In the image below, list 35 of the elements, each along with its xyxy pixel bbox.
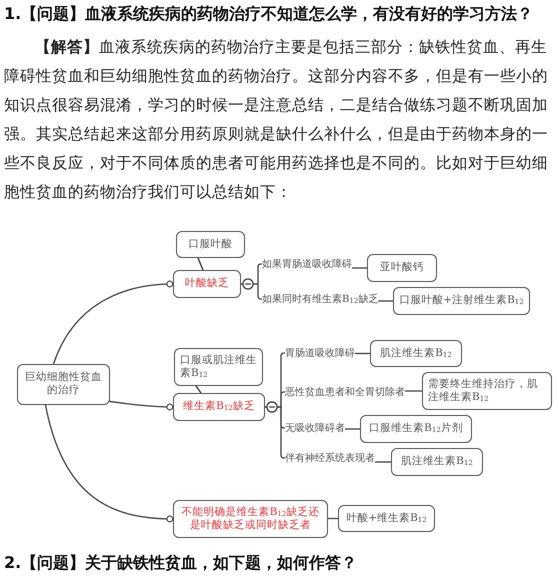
connector — [352, 267, 367, 269]
treatment-box: 口服叶酸+注射维生素B$_{12}$ — [393, 287, 530, 315]
connector — [378, 300, 393, 302]
branch-label: 伴有神经系统表现者 — [285, 450, 375, 466]
branch-label: 无吸收障碍者 — [285, 420, 345, 436]
connector — [328, 518, 338, 520]
callout-tail — [197, 258, 204, 270]
callout-bubble: 口服或肌注维生素B$_{12}$ — [174, 348, 263, 386]
treatment-box: 叶酸+维生素B$_{12}$ — [338, 505, 435, 532]
callout-bubble: 口服叶酸 — [176, 231, 245, 258]
connector — [345, 428, 360, 430]
treatment-box: 亚叶酸钙 — [367, 254, 437, 282]
branch-label: 恶性贫血患者和全胃切除者 — [285, 384, 405, 400]
answer-paragraph: 【解答】血液系统疾病的药物治疗主要是包括三部分：缺铁性贫血、再生障碍性贫血和巨幼细胞性贫血的药物治疗。这部分内容不多，但是有一些小的知识点很容易混淆，学习的时候一是注意总结，二是结合做练习题不断巩固加强。其实总结起来这部分用药原则就是缺什么补什么，但是由于药物本身的一些不良反应，对于不同体质的患者可能用药选择也是不同的。比如对于巨幼细胞性贫血的药物治疗我们可以总结如下： — [4, 37, 549, 203]
connector — [375, 461, 391, 463]
branch-label: 如果胃肠道吸收障碍 — [262, 256, 352, 272]
treatment-box: 口服维生素B$_{12}$片剂 — [360, 415, 472, 443]
question-heading: 2.【问题】关于缺铁性贫血，如下题，如何作答？ — [4, 553, 358, 574]
connector — [241, 278, 262, 300]
callout-tail — [195, 386, 202, 394]
treatment-box: 肌注维生素B$_{12}$ — [370, 340, 462, 367]
topic-box: 叶酸缺乏 — [173, 270, 241, 298]
topic-box: 维生素B$_{12}$缺乏 — [173, 393, 265, 421]
connector — [52, 280, 174, 364]
branch-label: 如果同时有维生素B$_{12}$缺乏 — [262, 291, 378, 307]
connector — [44, 404, 174, 522]
root-box: 巨幼细胞性贫血的治疗 — [17, 364, 110, 405]
question-heading: 1.【问题】血液系统疾病的药物治疗不知道怎么学，有没有好的学习方法？ — [4, 4, 534, 25]
connector — [405, 390, 422, 392]
connector — [265, 401, 285, 459]
treatment-box: 肌注维生素B$_{12}$ — [391, 448, 483, 476]
topic-box: 不能明确是维生素B$_{12}$缺乏还是叶酸缺乏或同时缺乏者 — [173, 500, 328, 538]
connector — [355, 352, 370, 354]
treatment-box: 需要终生维持治疗，肌注维生素B$_{12}$ — [422, 372, 552, 410]
branch-label: 胃肠道吸收障碍 — [285, 345, 355, 361]
